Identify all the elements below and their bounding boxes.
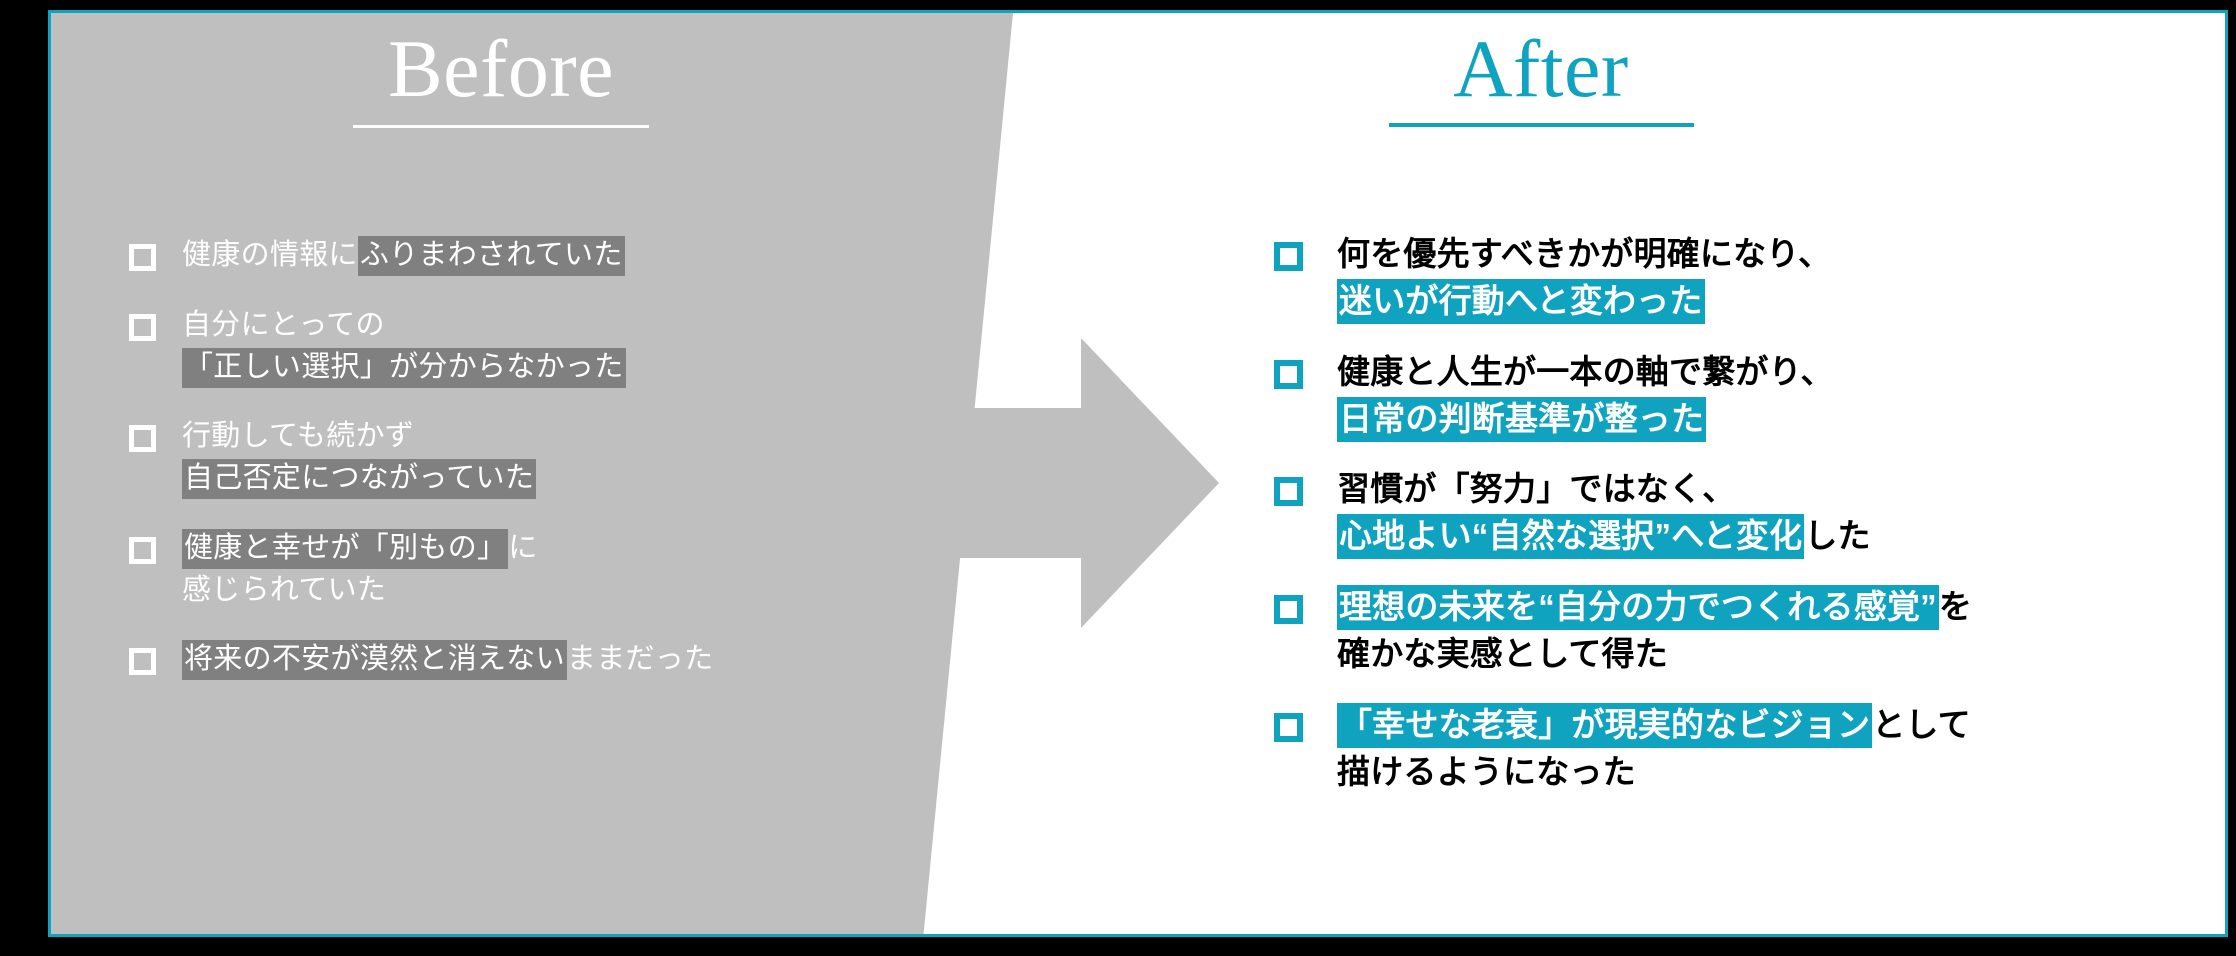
highlight-span: 心地よい“自然な選択”へと変化 (1337, 514, 1805, 560)
list-item-text: 健康の情報にふりまわされていた (182, 235, 625, 277)
list-item[interactable]: 行動しても続かず 自己否定につながっていた (129, 416, 939, 500)
text-line: 将来の不安が漠然と消えないままだった (182, 639, 713, 681)
before-title: Before (387, 23, 615, 114)
text-span: 何を優先すべきかが明確になり、 (1337, 235, 1832, 272)
slide-card: Before 健康の情報にふりまわされていた 自分にとっての 「正しい選択」 (48, 10, 2228, 937)
text-line: 健康と幸せが「別もの」に (182, 528, 538, 570)
empty-checkbox-icon[interactable] (129, 425, 156, 453)
empty-checkbox-icon[interactable] (129, 536, 156, 564)
highlight-span: 将来の不安が漠然と消えない (182, 640, 567, 681)
empty-checkbox-icon[interactable] (1274, 712, 1303, 742)
empty-checkbox-icon[interactable] (1274, 595, 1303, 625)
list-item-text: 習慣が「努力」ではなく、 心地よい“自然な選択”へと変化した (1337, 466, 1871, 560)
list-item-text: 健康と幸せが「別もの」に 感じられていた (182, 528, 538, 612)
text-line: 「正しい選択」が分からなかった (182, 347, 626, 389)
highlight-span: 自己否定につながっていた (182, 459, 537, 499)
text-line: 自己否定につながっていた (182, 458, 537, 500)
text-line: 健康と人生が一本の軸で繋がり、 (1337, 349, 1834, 396)
text-span: 健康の情報に (182, 239, 358, 271)
empty-checkbox-icon[interactable] (1274, 477, 1303, 507)
text-span: として (1872, 705, 1971, 743)
text-line: 感じられていた (182, 570, 538, 612)
text-line: 理想の未来を“自分の力でつくれる感覚”を (1337, 584, 1972, 631)
right-arrow-icon (944, 338, 1219, 628)
text-line: 自分にとっての (182, 305, 626, 347)
text-span: 行動しても続かず (182, 420, 415, 453)
empty-checkbox-icon[interactable] (129, 648, 156, 676)
before-column: Before 健康の情報にふりまわされていた 自分にとっての 「正しい選択」 (51, 13, 951, 934)
highlight-span: 「正しい選択」が分からなかった (182, 347, 626, 388)
text-span: 健康と人生が一本の軸で繋がり、 (1337, 352, 1834, 390)
text-line: 描けるようになった (1337, 749, 1971, 796)
before-title-block: Before (51, 27, 951, 128)
highlight-span: 健康と幸せが「別もの」 (182, 528, 509, 569)
text-span: した (1804, 517, 1871, 555)
text-span: ままだった (566, 643, 714, 676)
text-span: を (1938, 588, 1973, 626)
list-item-text: 健康と人生が一本の軸で繋がり、 日常の判断基準が整った (1337, 349, 1834, 443)
after-title-underline (1388, 122, 1694, 127)
empty-checkbox-icon[interactable] (1274, 359, 1303, 389)
text-line: 「幸せな老衰」が現実的なビジョンとして (1337, 702, 1971, 749)
highlight-span: 迷いが行動へと変わった (1337, 278, 1705, 324)
list-item[interactable]: 理想の未来を“自分の力でつくれる感覚”を 確かな実感として得た (1274, 584, 2224, 678)
list-item[interactable]: 「幸せな老衰」が現実的なビジョンとして 描けるようになった (1274, 702, 2224, 796)
list-item[interactable]: 将来の不安が漠然と消えないままだった (129, 639, 939, 681)
empty-checkbox-icon[interactable] (129, 244, 156, 271)
list-item[interactable]: 自分にとっての 「正しい選択」が分からなかった (129, 305, 939, 389)
after-list: 何を優先すべきかが明確になり、 迷いが行動へと変わった 健康と人生が一本の軸で繋… (1274, 231, 2224, 796)
before-title-underline (353, 124, 649, 128)
text-line: 行動しても続かず (182, 416, 536, 458)
highlight-span: 「幸せな老衰」が現実的なビジョン (1337, 702, 1873, 748)
list-item[interactable]: 健康と人生が一本の軸で繋がり、 日常の判断基準が整った (1274, 349, 2224, 443)
text-line: 確かな実感として得た (1337, 631, 1972, 678)
text-span: 習慣が「努力」ではなく、 (1337, 470, 1736, 508)
list-item-text: 将来の不安が漠然と消えないままだった (182, 639, 713, 681)
text-line: 心地よい“自然な選択”へと変化した (1337, 513, 1871, 560)
text-span: 描けるようになった (1337, 752, 1636, 790)
text-line: 健康の情報にふりまわされていた (182, 235, 625, 277)
text-span: 確かな実感として得た (1337, 635, 1669, 673)
text-span: 自分にとっての (182, 308, 385, 341)
text-line: 日常の判断基準が整った (1337, 396, 1834, 443)
list-item-text: 何を優先すべきかが明確になり、 迷いが行動へと変わった (1337, 231, 1831, 325)
text-span: 感じられていた (182, 573, 387, 606)
empty-checkbox-icon[interactable] (129, 313, 156, 341)
list-item[interactable]: 健康の情報にふりまわされていた (129, 235, 939, 277)
list-item-text: 「幸せな老衰」が現実的なビジョンとして 描けるようになった (1337, 702, 1971, 796)
list-item[interactable]: 何を優先すべきかが明確になり、 迷いが行動へと変わった (1274, 231, 2224, 325)
list-item-text: 理想の未来を“自分の力でつくれる感覚”を 確かな実感として得た (1337, 584, 1972, 678)
list-item[interactable]: 健康と幸せが「別もの」に 感じられていた (129, 528, 939, 612)
highlight-span: 理想の未来を“自分の力でつくれる感覚” (1337, 585, 1939, 631)
text-line: 迷いが行動へと変わった (1337, 278, 1831, 325)
after-title: After (1453, 23, 1629, 114)
after-column: After 何を優先すべきかが明確になり、 迷いが行動へと変わった 健康と人 (1141, 13, 2225, 934)
highlight-span: 日常の判断基準が整った (1337, 396, 1707, 442)
list-item-text: 自分にとっての 「正しい選択」が分からなかった (182, 305, 626, 389)
highlight-span: ふりまわされていた (357, 236, 625, 276)
list-item[interactable]: 習慣が「努力」ではなく、 心地よい“自然な選択”へと変化した (1274, 466, 2224, 560)
text-line: 習慣が「努力」ではなく、 (1337, 466, 1871, 513)
list-item-text: 行動しても続かず 自己否定につながっていた (182, 416, 537, 500)
before-list: 健康の情報にふりまわされていた 自分にとっての 「正しい選択」が分からなかった … (129, 235, 939, 681)
text-line: 何を優先すべきかが明確になり、 (1337, 231, 1831, 278)
after-title-block: After (1141, 27, 1941, 127)
empty-checkbox-icon[interactable] (1274, 242, 1303, 271)
text-span: に (508, 531, 538, 564)
